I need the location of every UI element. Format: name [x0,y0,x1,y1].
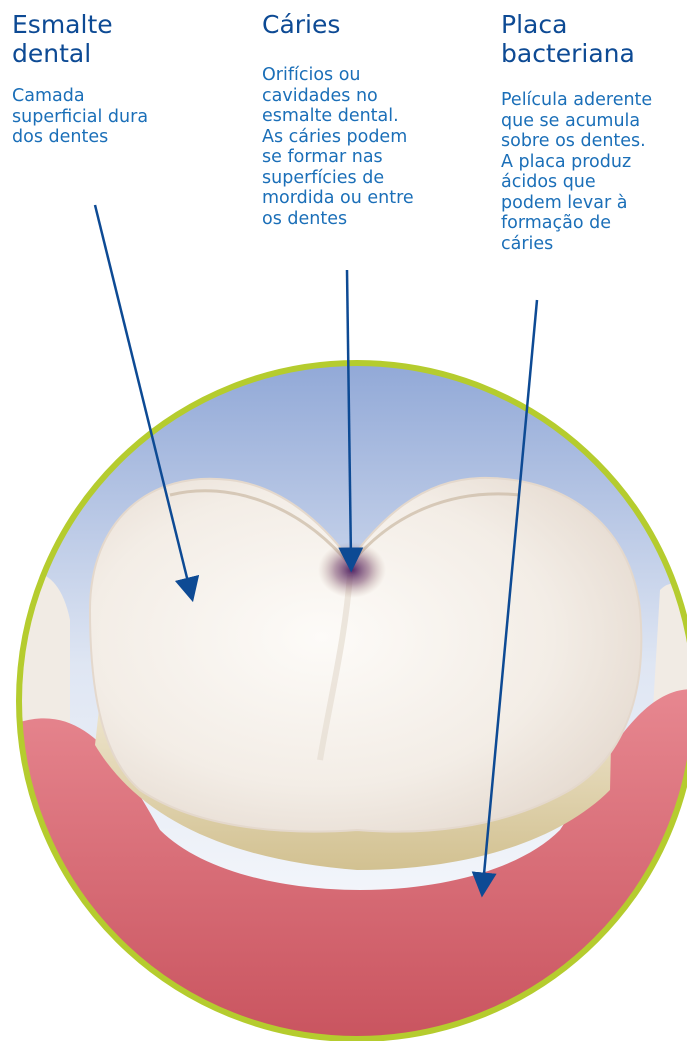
label-placa-bacteriana: Placa bacteriana Película aderente que s… [501,10,687,254]
label-description: Camada superficial dura dos dentes [12,86,227,148]
label-title: Cáries [262,10,472,39]
label-description: Orifícios ou cavidades no esmalte dental… [262,65,472,229]
label-esmalte-dental: Esmalte dental Camada superficial dura d… [12,10,227,148]
label-description: Película aderente que se acumula sobre o… [501,90,687,254]
label-title: Placa bacteriana [501,10,687,68]
label-title: Esmalte dental [12,10,227,68]
label-caries: Cáries Orifícios ou cavidades no esmalte… [262,10,472,229]
